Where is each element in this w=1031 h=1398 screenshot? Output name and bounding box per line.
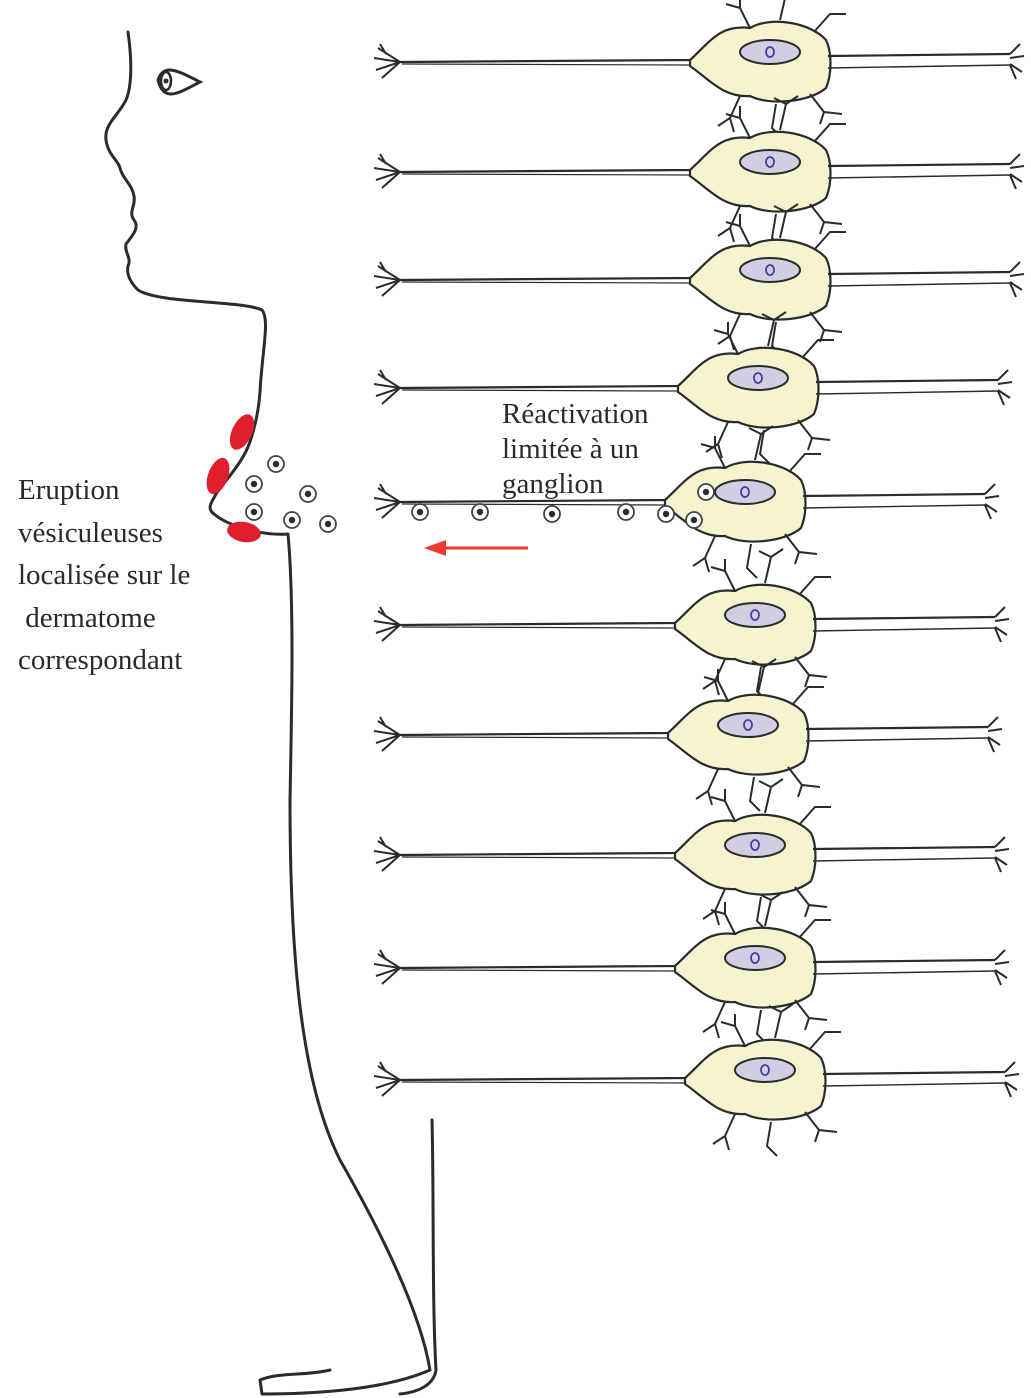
neuron-6: [374, 549, 1009, 701]
eruption-label-line-3: localisée sur le: [18, 561, 258, 604]
eye-icon: [158, 70, 200, 94]
virion-core: [289, 517, 295, 523]
virion-core: [305, 491, 311, 497]
neuron-column: [374, 0, 1024, 1156]
eruption-label: Eruption vésiculeuses localisée sur le d…: [18, 476, 258, 689]
neuron-3: [374, 204, 1024, 356]
virion-core: [477, 509, 483, 515]
reactivation-label-line-3: ganglion: [502, 470, 722, 505]
neuron-1: [374, 0, 1024, 138]
virion-core: [691, 517, 697, 523]
virion-core: [273, 461, 279, 467]
reactivation-label-line-2: limitée à un: [502, 435, 722, 470]
leg-back-outline: [400, 1120, 436, 1394]
retrograde-arrow: [424, 540, 528, 556]
eruption-label-line-2: vésiculeuses: [18, 519, 258, 562]
body-profile-outline: [106, 32, 430, 1394]
eruption-label-line-1: Eruption: [18, 476, 258, 519]
eruption-label-line-5: correspondant: [18, 646, 258, 689]
reactivation-label-line-1: Réactivation: [502, 400, 722, 435]
neuron-2: [374, 96, 1024, 248]
neuron-8: [374, 779, 1009, 931]
eruption-label-line-4: dermatome: [18, 604, 258, 647]
neuron-7: [374, 659, 1002, 811]
virion-core: [325, 521, 331, 527]
neuron-9: [374, 892, 1009, 1044]
virion-core: [417, 509, 423, 515]
virion-core: [549, 511, 555, 517]
reactivation-label: Réactivation limitée à un ganglion: [502, 400, 722, 505]
virion-core: [623, 509, 629, 515]
virion-core: [663, 511, 669, 517]
neuron-10: [374, 1004, 1019, 1156]
